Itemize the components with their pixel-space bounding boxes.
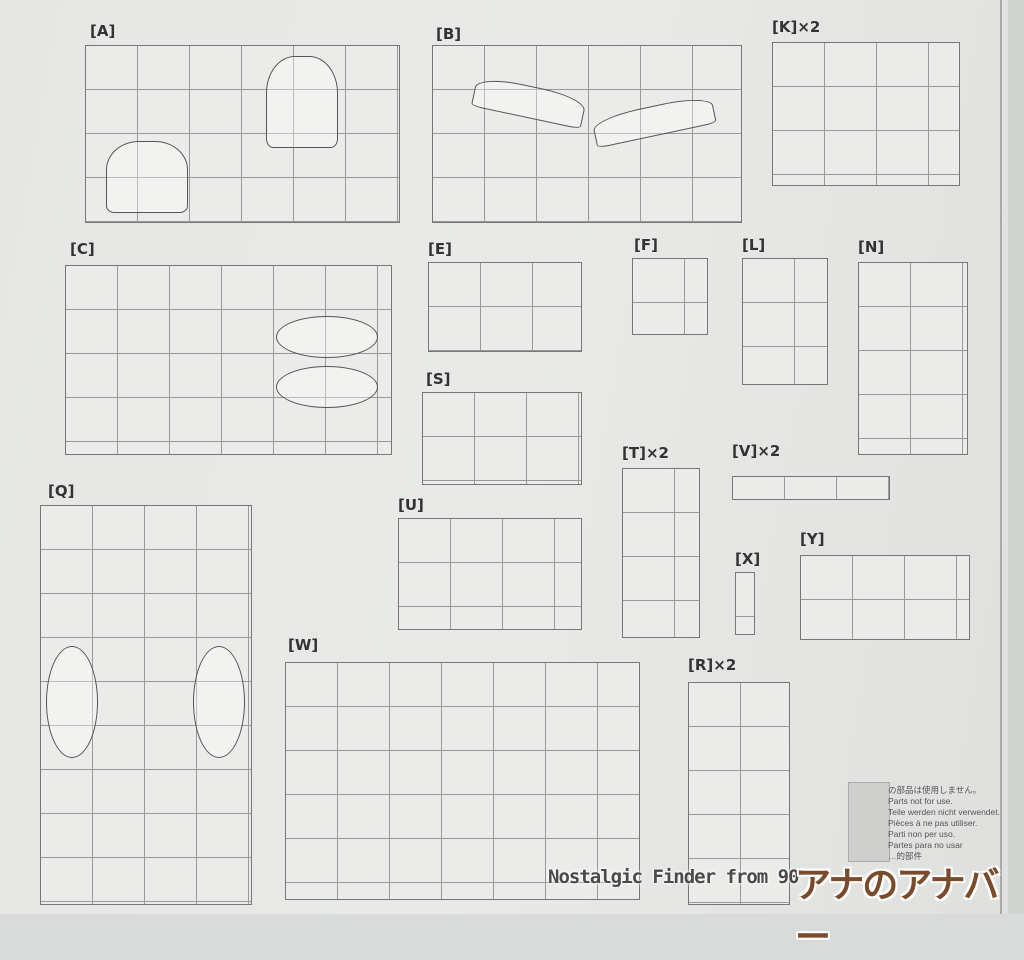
sprue-l <box>742 258 828 385</box>
legend-line: の部品は使用しません。 <box>888 785 982 795</box>
sprue-a <box>85 45 400 223</box>
sprue-label-a: [A] <box>90 22 116 40</box>
legend-line: Pièces à ne pas utiliser. <box>888 818 978 828</box>
part <box>46 646 98 758</box>
sprue-n <box>858 262 968 455</box>
sprue-s <box>422 392 582 485</box>
part <box>276 366 378 408</box>
sprue-label-t: [T]×2 <box>622 444 669 462</box>
sprue-label-y: [Y] <box>800 530 825 548</box>
sprue-e <box>428 262 582 352</box>
sprue-label-f: [F] <box>634 236 658 254</box>
part <box>276 316 378 358</box>
page-edge <box>1000 0 1002 914</box>
unused-parts-swatch <box>848 782 890 862</box>
sprue-label-v: [V]×2 <box>732 442 781 460</box>
sprue-w <box>285 662 640 900</box>
part <box>193 646 245 758</box>
sprue-label-r: [R]×2 <box>688 656 737 674</box>
sprue-u <box>398 518 582 630</box>
sprue-label-u: [U] <box>398 496 424 514</box>
part <box>266 56 338 148</box>
legend-line: …的部件 <box>888 851 923 861</box>
part <box>591 93 717 149</box>
sprue-v <box>732 476 890 500</box>
sprue-t <box>622 468 700 638</box>
sprue-label-x: [X] <box>735 550 761 568</box>
sprue-x <box>735 572 755 635</box>
sprue-f <box>632 258 708 335</box>
sprue-y <box>800 555 970 640</box>
sprue-label-k: [K]×2 <box>772 18 821 36</box>
legend-line: Teile werden nicht verwendet. <box>888 807 1000 817</box>
part <box>106 141 188 213</box>
sprue-r <box>688 682 790 905</box>
part <box>470 74 588 130</box>
unused-parts-legend: の部品は使用しません。 Parts not for use. Teile wer… <box>888 785 1000 862</box>
sprue-b <box>432 45 742 223</box>
sprue-q <box>40 505 252 905</box>
sprue-label-s: [S] <box>426 370 451 388</box>
legend-line: Parts not for use. <box>888 796 953 806</box>
sprue-c <box>65 265 392 455</box>
sprue-label-c: [C] <box>70 240 95 258</box>
watermark-logo: アナのアナバー <box>795 865 1000 958</box>
watermark-text: Nostalgic Finder from 90's <box>548 866 820 888</box>
sprue-k <box>772 42 960 186</box>
sprue-label-b: [B] <box>436 25 462 43</box>
sprue-label-n: [N] <box>858 238 885 256</box>
legend-line: Parti non per uso. <box>888 829 956 839</box>
legend-line: Partes para no usar <box>888 840 963 850</box>
sprue-label-q: [Q] <box>48 482 75 500</box>
sprue-label-w: [W] <box>288 636 319 654</box>
next-page <box>1008 0 1024 914</box>
sprue-label-e: [E] <box>428 240 452 258</box>
sprue-label-l: [L] <box>742 236 766 254</box>
